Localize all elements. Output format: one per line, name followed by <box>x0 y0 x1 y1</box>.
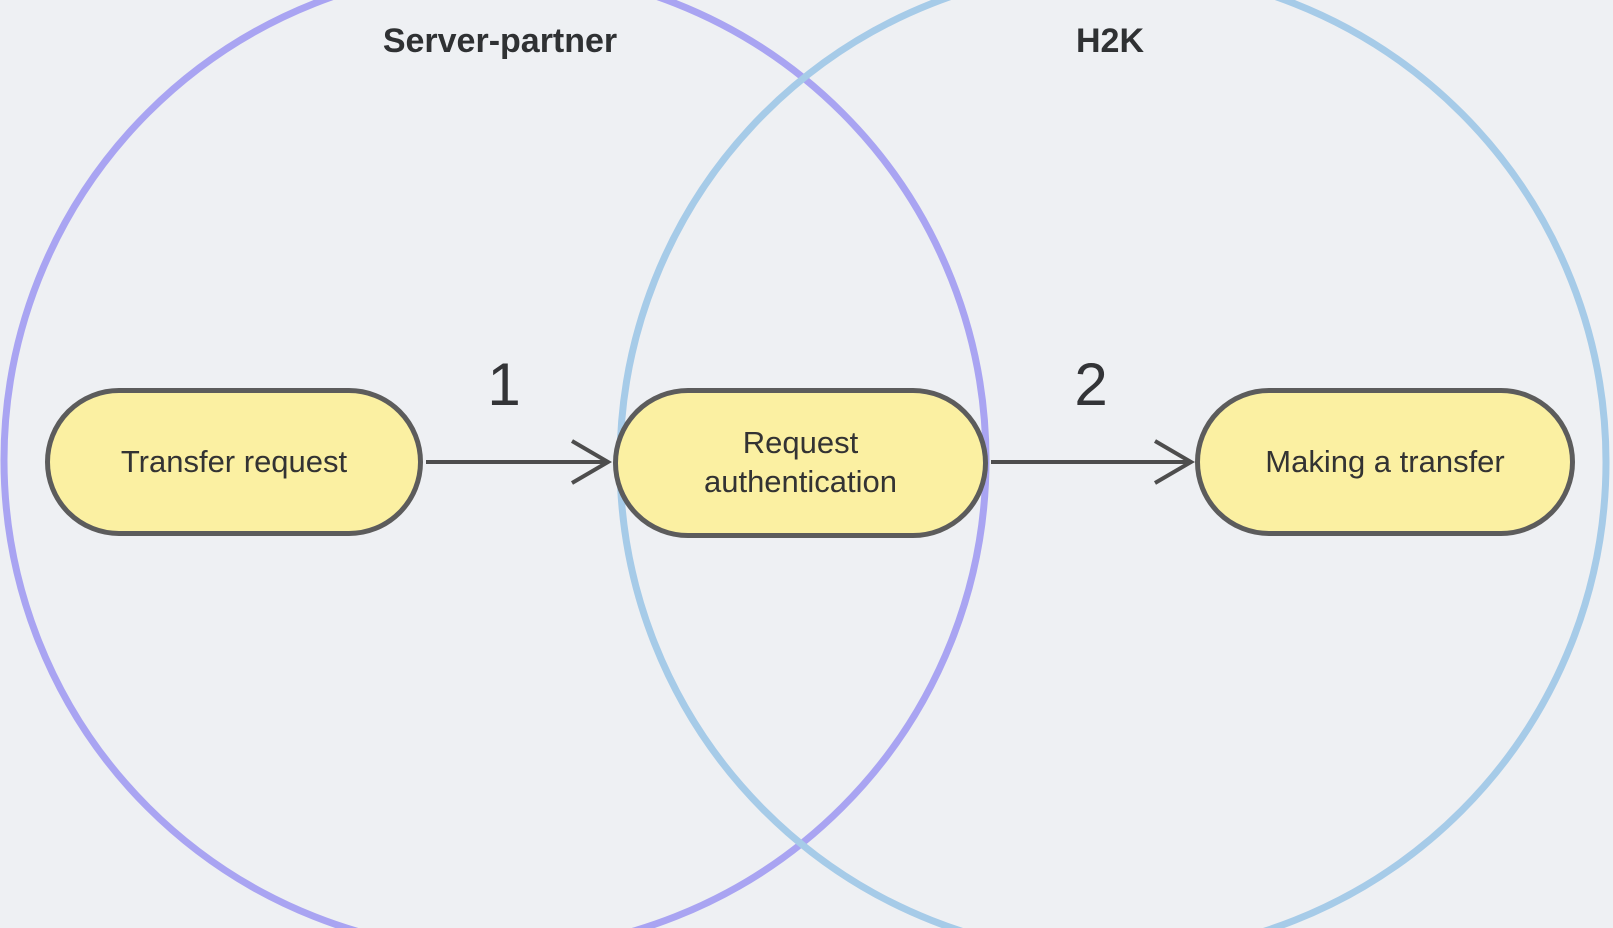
arrow-2-step-number: 2 <box>1074 351 1108 418</box>
node-request-authentication[interactable]: Request authentication <box>613 388 988 538</box>
node-transfer-request[interactable]: Transfer request <box>45 388 423 536</box>
arrow-2 <box>991 439 1195 485</box>
arrow-1-step-number: 1 <box>487 351 521 418</box>
node-transfer-request-label: Transfer request <box>120 443 348 479</box>
set-label-h2k: H2K <box>1075 22 1145 60</box>
node-making-a-transfer[interactable]: Making a transfer <box>1195 388 1575 536</box>
node-making-a-transfer-label: Making a transfer <box>1265 443 1505 479</box>
node-request-authentication-label: Request authentication <box>703 425 898 499</box>
set-label-server-partner: Server-partner <box>382 22 618 60</box>
arrow-1 <box>426 439 612 485</box>
